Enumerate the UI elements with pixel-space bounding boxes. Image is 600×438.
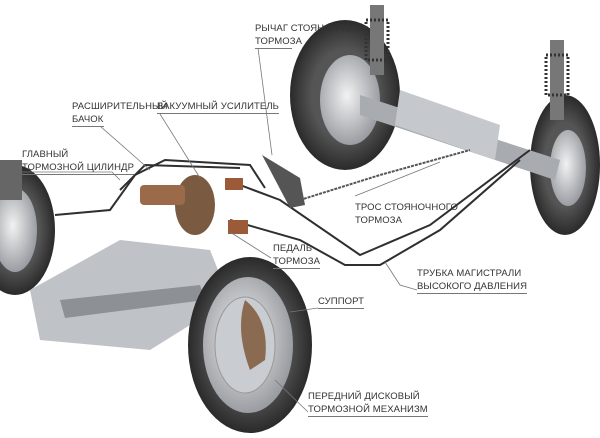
- caliper-shape: [241, 300, 266, 370]
- label-brake-pedal: ПЕДАЛЬ ТОРМОЗА: [273, 242, 321, 269]
- label-line: ПЕДАЛЬ: [273, 243, 313, 254]
- front-left-wheel: [0, 160, 55, 295]
- label-line: БАЧОК: [72, 114, 104, 127]
- reservoir-shape: [140, 185, 185, 205]
- leader-lines: [22, 47, 441, 413]
- label-line: ТОРМОЗА: [273, 256, 321, 269]
- label-parking-cable: ТРОС СТОЯНОЧНОГО ТОРМОЗА: [355, 201, 458, 227]
- label-line: ТОРМОЗА: [255, 36, 303, 49]
- label-line: ТОРМОЗНОЙ ЦИЛИНДР: [22, 162, 135, 175]
- label-line: РЫЧАГ СТОЯНОЧНОГО: [255, 23, 365, 34]
- label-line: ТРОС СТОЯНОЧНОГО: [355, 202, 459, 213]
- label-line: СУППОРТ: [318, 296, 365, 309]
- label-caliper: СУППОРТ: [318, 295, 365, 309]
- rear-axle: [290, 5, 600, 235]
- label-parking-lever: РЫЧАГ СТОЯНОЧНОГО ТОРМОЗА: [255, 22, 364, 49]
- label-line: ПЕРЕДНИЙ ДИСКОВЫЙ: [308, 391, 420, 402]
- label-front-disc-brake: ПЕРЕДНИЙ ДИСКОВЫЙ ТОРМОЗНОЙ МЕХАНИЗМ: [308, 390, 428, 417]
- label-line: РАСШИРИТЕЛЬНЫЙ: [72, 101, 168, 112]
- label-line: ВЫСОКОГО ДАВЛЕНИЯ: [417, 281, 528, 294]
- label-line: ВАКУУМНЫЙ УСИЛИТЕЛЬ: [157, 101, 280, 114]
- label-line: ТОРМОЗА: [355, 215, 403, 226]
- label-master-cylinder: ГЛАВНЫЙ ТОРМОЗНОЙ ЦИЛИНДР: [22, 148, 135, 175]
- label-reservoir: РАСШИРИТЕЛЬНЫЙ БАЧОК: [72, 100, 168, 127]
- label-vacuum-booster: ВАКУУМНЫЙ УСИЛИТЕЛЬ: [157, 100, 280, 114]
- label-line: ТОРМОЗНОЙ МЕХАНИЗМ: [308, 404, 428, 417]
- front-right-wheel: [188, 257, 312, 433]
- label-line: ТРУБКА МАГИСТРАЛИ: [417, 268, 522, 279]
- brake-lines: [54, 149, 531, 266]
- label-brake-line: ТРУБКА МАГИСТРАЛИ ВЫСОКОГО ДАВЛЕНИЯ: [417, 267, 528, 294]
- parking-lever-shape: [262, 155, 305, 208]
- label-line: ГЛАВНЫЙ: [22, 149, 69, 160]
